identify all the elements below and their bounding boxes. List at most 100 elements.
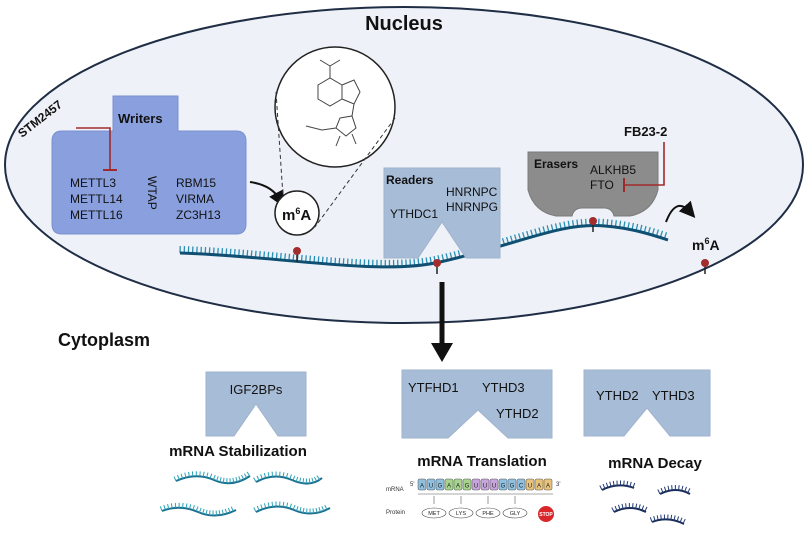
nucleotide-letter: C <box>519 484 524 490</box>
stable-mrna-strand-tick <box>254 508 256 512</box>
stable-mrna-strand-tick <box>171 503 172 508</box>
stable-mrna-strand-tick <box>213 475 215 480</box>
erasers-title: Erasers <box>534 157 578 171</box>
nucleotide-letter: U <box>474 484 478 490</box>
writers-title: Writers <box>118 111 163 126</box>
inset-three-prime: 3' <box>556 482 560 488</box>
stable-mrna-strand-tick <box>247 472 250 476</box>
writer-mettl14: METTL14 <box>70 192 123 206</box>
reader-ythd3-decay: YTHD3 <box>652 388 695 403</box>
writer-mettl16: METTL16 <box>70 208 123 222</box>
amino-acid-label: LYS <box>456 511 466 517</box>
readers-title: Readers <box>386 173 434 187</box>
stable-mrna-strand-tick <box>254 478 256 482</box>
amino-acid-label: GLY <box>510 511 521 517</box>
stable-mrna-strand-tick <box>196 507 198 512</box>
decay-mrna-fragment-tick <box>683 519 685 523</box>
writer-virma: VIRMA <box>176 192 214 206</box>
stable-mrna-strand-tick <box>264 473 265 478</box>
stable-mrna-strand-tick <box>312 478 313 483</box>
decay-mrna-fragment-tick <box>645 507 647 512</box>
stop-label: STOP <box>539 512 553 518</box>
reader-decay-shape <box>584 370 710 436</box>
decay-mrna-fragment <box>652 519 684 524</box>
stable-mrna-strand-tick <box>244 474 247 478</box>
nucleotide-letter: U <box>483 484 487 490</box>
reader-ytfhd1: YTFHD1 <box>408 380 459 395</box>
m6a-molecule-zoom <box>275 47 395 167</box>
decay-mrna-fragment-tick <box>664 487 665 492</box>
label-mrna-decay: mRNA Decay <box>608 455 702 472</box>
nucleotide-letter: A <box>447 484 451 490</box>
reader-igf2bps: IGF2BPs <box>230 382 283 397</box>
amino-acid-label: PHE <box>482 511 494 517</box>
stable-mrna-strand-tick <box>317 476 320 480</box>
decay-mrna-fragment-tick <box>603 484 605 489</box>
decaying-mrna-fragments <box>600 480 690 524</box>
nucleotide-letter: A <box>456 484 460 490</box>
stable-mrna-strand-tick <box>286 473 287 478</box>
label-mrna-translation: mRNA Translation <box>417 453 546 470</box>
nucleotide-letter: G <box>510 484 515 490</box>
inhibitor-fb23-2: FB23-2 <box>624 124 667 139</box>
nucleotide-letter: A <box>420 484 424 490</box>
writer-mettl3: METTL3 <box>70 176 116 190</box>
cytoplasm-title: Cytoplasm <box>58 330 150 350</box>
reader-hnrnpc: HNRNPC <box>446 185 498 199</box>
stable-mrna-strand-tick <box>231 507 233 512</box>
stable-mrna-strand-tick <box>293 476 295 481</box>
stable-mrna-strands <box>160 471 330 515</box>
label-mrna-stabilization: mRNA Stabilization <box>169 443 307 460</box>
writer-wtap: WTAP <box>145 176 159 210</box>
stable-mrna-strand-tick <box>293 505 295 510</box>
stable-mrna-strand-tick <box>303 478 304 483</box>
reader-hnrnpg: HNRNPG <box>446 200 498 214</box>
decay-mrna-fragment-tick <box>624 481 625 486</box>
stable-mrna-strand-tick <box>264 503 265 508</box>
nucleotide-letter: A <box>537 484 541 490</box>
nucleotide-letter: G <box>465 484 470 490</box>
stable-mrna-strand-tick <box>174 476 176 481</box>
eraser-alkhb5: ALKHB5 <box>590 163 636 177</box>
stable-mrna-strand-tick <box>209 510 210 515</box>
eraser-fto: FTO <box>590 178 614 192</box>
writer-zc3h13: ZC3H13 <box>176 208 221 222</box>
decay-mrna-fragment <box>614 508 646 512</box>
nucleotide-letter: U <box>492 484 496 490</box>
stable-mrna-strand-tick <box>257 506 259 511</box>
nucleotide-letter: G <box>438 484 443 490</box>
stable-mrna-strand-tick <box>203 509 204 514</box>
reader-ythd2-decay: YTHD2 <box>596 388 639 403</box>
stable-mrna-strand-tick <box>280 472 281 477</box>
decay-mrna-fragment-tick <box>658 490 660 494</box>
decay-mrna-fragment-tick <box>639 504 640 509</box>
inset-mrna-label: mRNA <box>386 487 404 493</box>
reader-ythdc1: YTHDC1 <box>390 207 438 221</box>
nucleotide-letter: U <box>429 484 433 490</box>
decay-mrna-fragment-tick <box>618 505 619 510</box>
decay-mrna-fragment-tick <box>626 503 627 508</box>
nucleus-title: Nucleus <box>365 13 443 35</box>
decay-mrna-fragment-tick <box>612 508 614 512</box>
decay-mrna-fragment-tick <box>688 488 690 492</box>
decay-mrna-fragment-tick <box>654 516 655 521</box>
stable-mrna-strand-tick <box>160 506 162 511</box>
inset-five-prime: 5' <box>410 482 414 488</box>
stable-mrna-strand-tick <box>313 508 314 513</box>
decay-mrna-fragment-tick <box>600 486 602 490</box>
decay-mrna-fragment-tick <box>661 515 662 520</box>
inset-protein-label: Protein <box>386 510 405 516</box>
stable-mrna-strand-tick <box>181 474 182 479</box>
stable-mrna-strand-tick <box>257 476 259 481</box>
decay-mrna-fragment <box>602 485 634 490</box>
stable-mrna-strand-tick <box>314 477 316 481</box>
nucleotide-letter: A <box>546 484 550 490</box>
stable-mrna-strand-tick <box>319 507 320 512</box>
decay-mrna-fragment-tick <box>650 517 652 522</box>
stable-mrna-strand-tick <box>325 505 327 510</box>
